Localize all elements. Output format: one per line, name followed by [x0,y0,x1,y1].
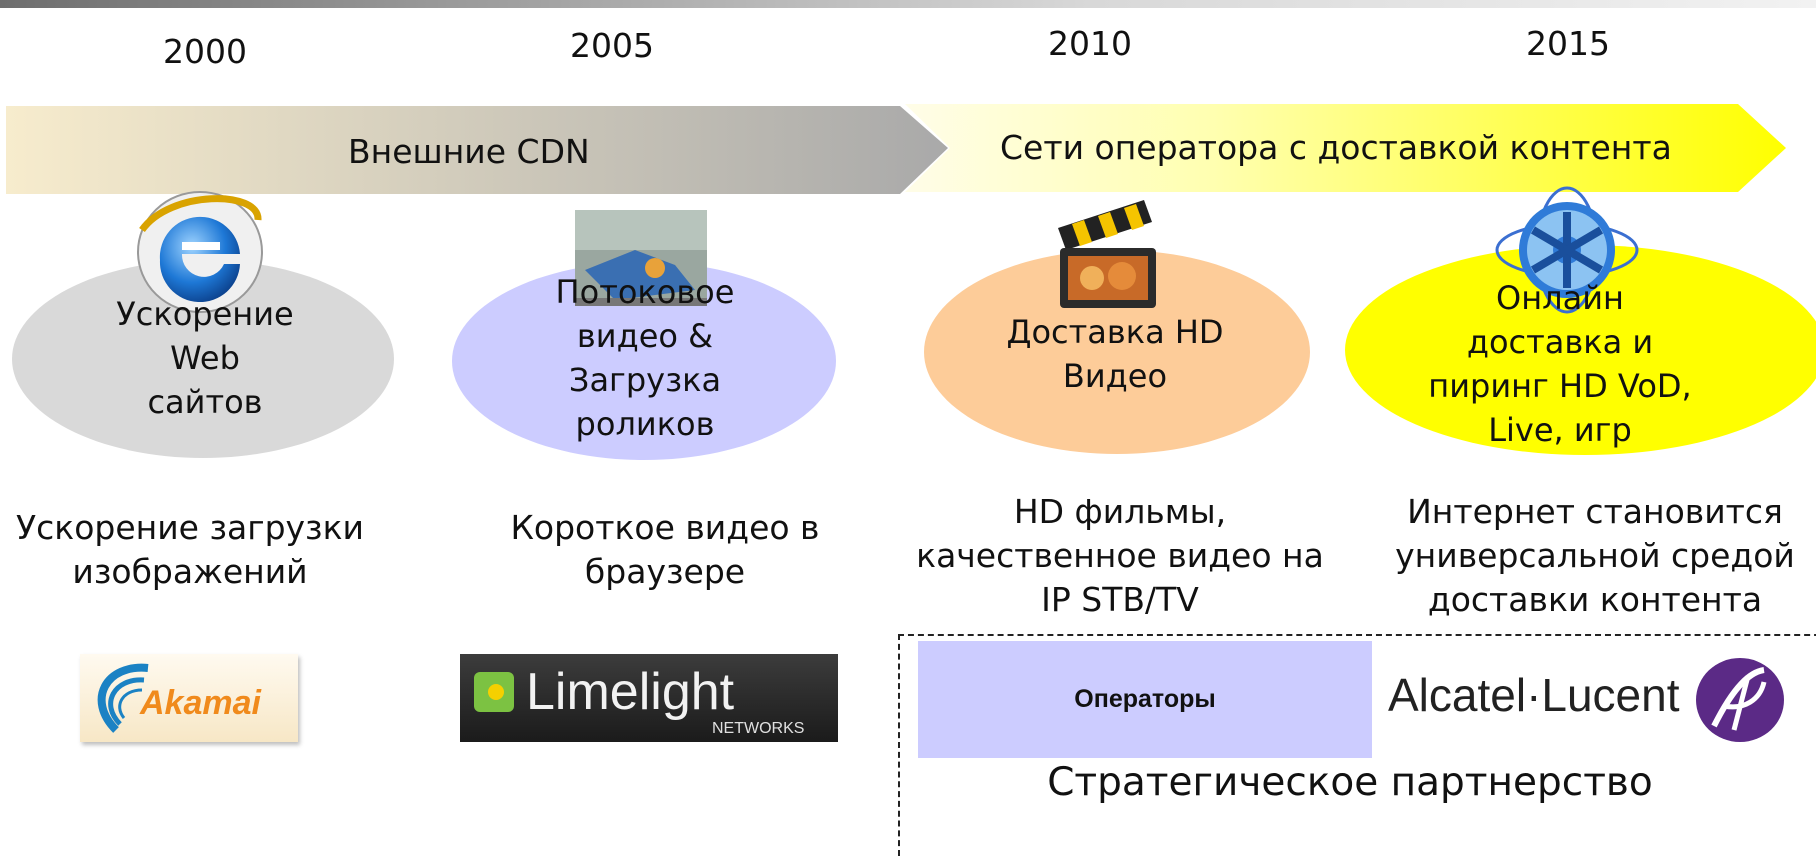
internet-explorer-icon [137,191,263,313]
akamai-logo: Akamai [80,654,298,742]
clapperboard-icon [1058,200,1156,308]
operator-networks-label: Сети оператора с доставкой контента [1000,128,1672,167]
film-reel-globe-icon [1495,186,1639,314]
partnership-dashed-box [898,634,1816,856]
year-2000: 2000 [163,32,247,71]
stage-4-description: Интернет становится универсальной средой… [1395,492,1795,619]
stage-2-title: Потоковое видео & Загрузка роликов [555,273,735,443]
stage-1-title: Ускорение Web сайтов [116,295,294,421]
top-gradient-bar [0,0,1816,8]
limelight-square-icon [474,672,514,712]
stage-3-description: HD фильмы, качественное видео на IP STB/… [916,492,1324,619]
stage-4-title: Онлайн доставка и пиринг HD VoD, Live, и… [1428,279,1692,449]
limelight-networks-text: NETWORKS [712,720,805,737]
external-cdn-arrow [6,106,948,194]
year-2005: 2005 [570,26,654,65]
stage-3-title: Доставка HD Видео [1006,313,1224,395]
alcatel-lucent-logo-icon [1696,658,1784,742]
timeline-arrows [6,104,1786,194]
operator-networks-arrow [905,104,1786,192]
strategic-partnership-caption: Стратегическое партнерство [1047,760,1653,805]
limelight-logo: Limelight NETWORKS [460,654,838,742]
operators-box: Операторы [918,641,1372,758]
year-2015: 2015 [1526,24,1610,63]
limelight-wordmark: Limelight [526,663,735,721]
external-cdn-label: Внешние CDN [348,132,590,171]
stage-2-description: Короткое видео в браузере [510,508,820,591]
video-thumbnail-icon [575,210,707,306]
stage-1-description: Ускорение загрузки изображений [16,508,364,591]
akamai-wordmark: Akamai [140,684,261,722]
year-2010: 2010 [1048,24,1132,63]
akamai-swoosh-icon [97,663,149,733]
alcatel-lucent-wordmark: Alcatel·Lucent [1388,669,1680,721]
